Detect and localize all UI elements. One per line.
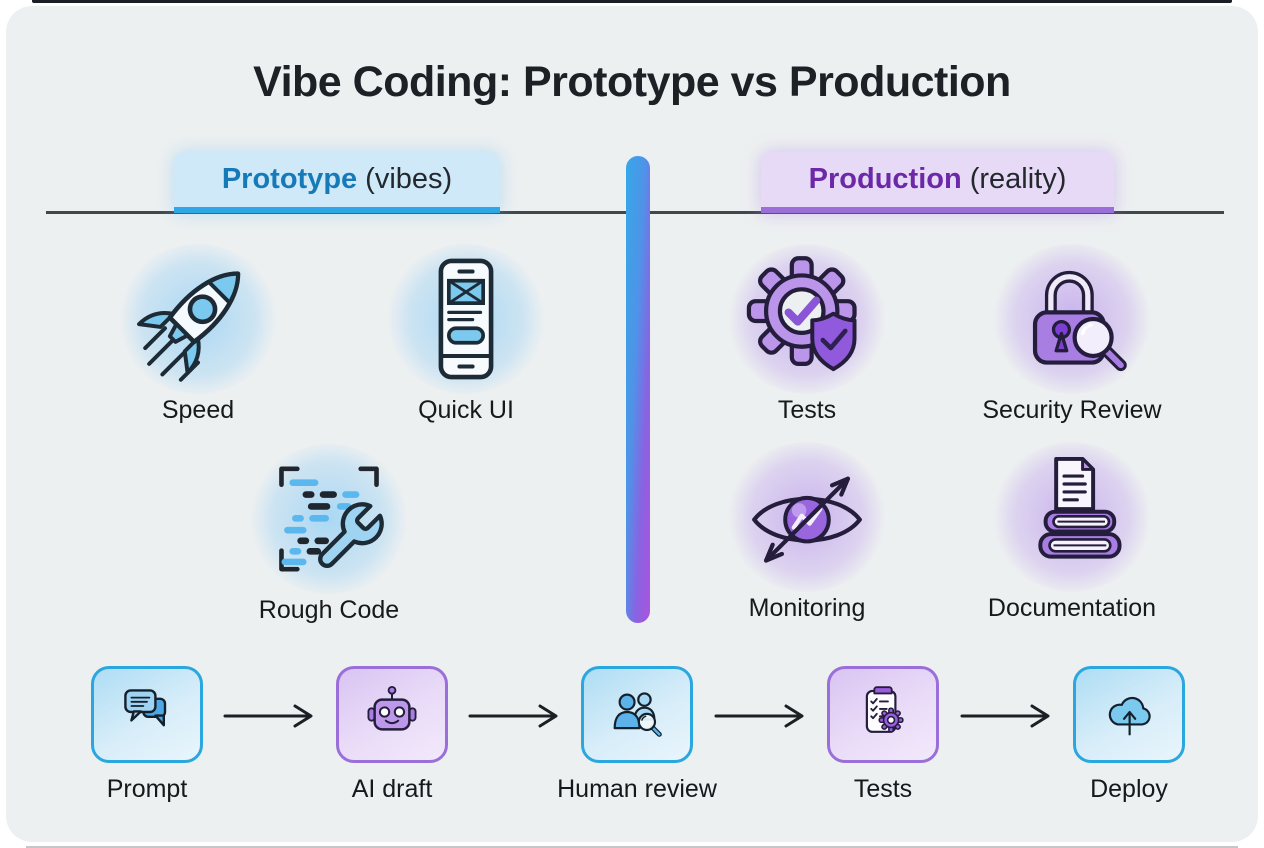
feature-tests: Tests	[697, 244, 917, 425]
flow-arrow-icon	[960, 704, 1050, 728]
feature-documentation: Documentation	[962, 442, 1182, 623]
workflow-label-human-review: Human review	[557, 775, 717, 803]
flow-arrow-icon	[468, 704, 558, 728]
production-header-qualifier: (reality)	[969, 163, 1067, 195]
eye-chart-icon	[727, 442, 887, 592]
people-magnifier-icon	[606, 681, 668, 748]
prototype-header-label: Prototype	[221, 163, 358, 195]
feature-label: Rough Code	[258, 596, 400, 624]
workflow-step-ai-draft	[336, 666, 448, 763]
gear-check-shield-icon	[727, 244, 887, 394]
feature-label: Speed	[161, 396, 235, 424]
infographic-card: Vibe Coding: Prototype vs Production Pro…	[6, 6, 1258, 842]
prototype-column-header: Prototype (vibes)	[174, 152, 500, 213]
flow-arrow-icon	[223, 704, 313, 728]
feature-label: Monitoring	[748, 594, 866, 622]
robot-icon	[361, 681, 423, 748]
workflow-step-deploy	[1073, 666, 1185, 763]
flow-arrow-icon	[714, 704, 804, 728]
workflow-label-tests: Tests	[853, 775, 913, 803]
workflow-label-ai-draft: AI draft	[351, 775, 433, 803]
screenshot-bottom-edge	[26, 846, 1238, 848]
workflow-step-human-review	[581, 666, 693, 763]
prototype-header-qualifier: (vibes)	[365, 163, 453, 195]
books-document-icon	[992, 442, 1152, 592]
feature-rough-code: Rough Code	[219, 444, 439, 625]
workflow-step-tests	[827, 666, 939, 763]
production-header-label: Production	[808, 163, 962, 195]
center-gradient-divider	[626, 156, 650, 623]
feature-label: Documentation	[987, 594, 1157, 622]
feature-monitoring: Monitoring	[697, 442, 917, 623]
workflow-label-prompt: Prompt	[106, 775, 188, 803]
lock-magnifier-icon	[992, 244, 1152, 394]
feature-label: Security Review	[982, 396, 1162, 424]
workflow-label-deploy: Deploy	[1090, 775, 1168, 803]
feature-label: Tests	[777, 396, 837, 424]
feature-speed: Speed	[88, 244, 308, 425]
workflow-step-prompt	[91, 666, 203, 763]
feature-security-review: Security Review	[962, 244, 1182, 425]
cloud-upload-icon	[1098, 681, 1160, 748]
rocket-icon	[118, 244, 278, 394]
chat-bubbles-icon	[117, 682, 177, 747]
feature-quick-ui: Quick UI	[356, 244, 576, 425]
production-column-header: Production (reality)	[761, 152, 1114, 213]
clipboard-gear-icon	[852, 681, 914, 748]
feature-label: Quick UI	[418, 396, 514, 424]
page-title: Vibe Coding: Prototype vs Production	[253, 58, 1011, 106]
screenshot-top-edge	[32, 0, 1232, 3]
code-wrench-icon	[249, 444, 409, 594]
phone-wireframe-icon	[386, 244, 546, 394]
